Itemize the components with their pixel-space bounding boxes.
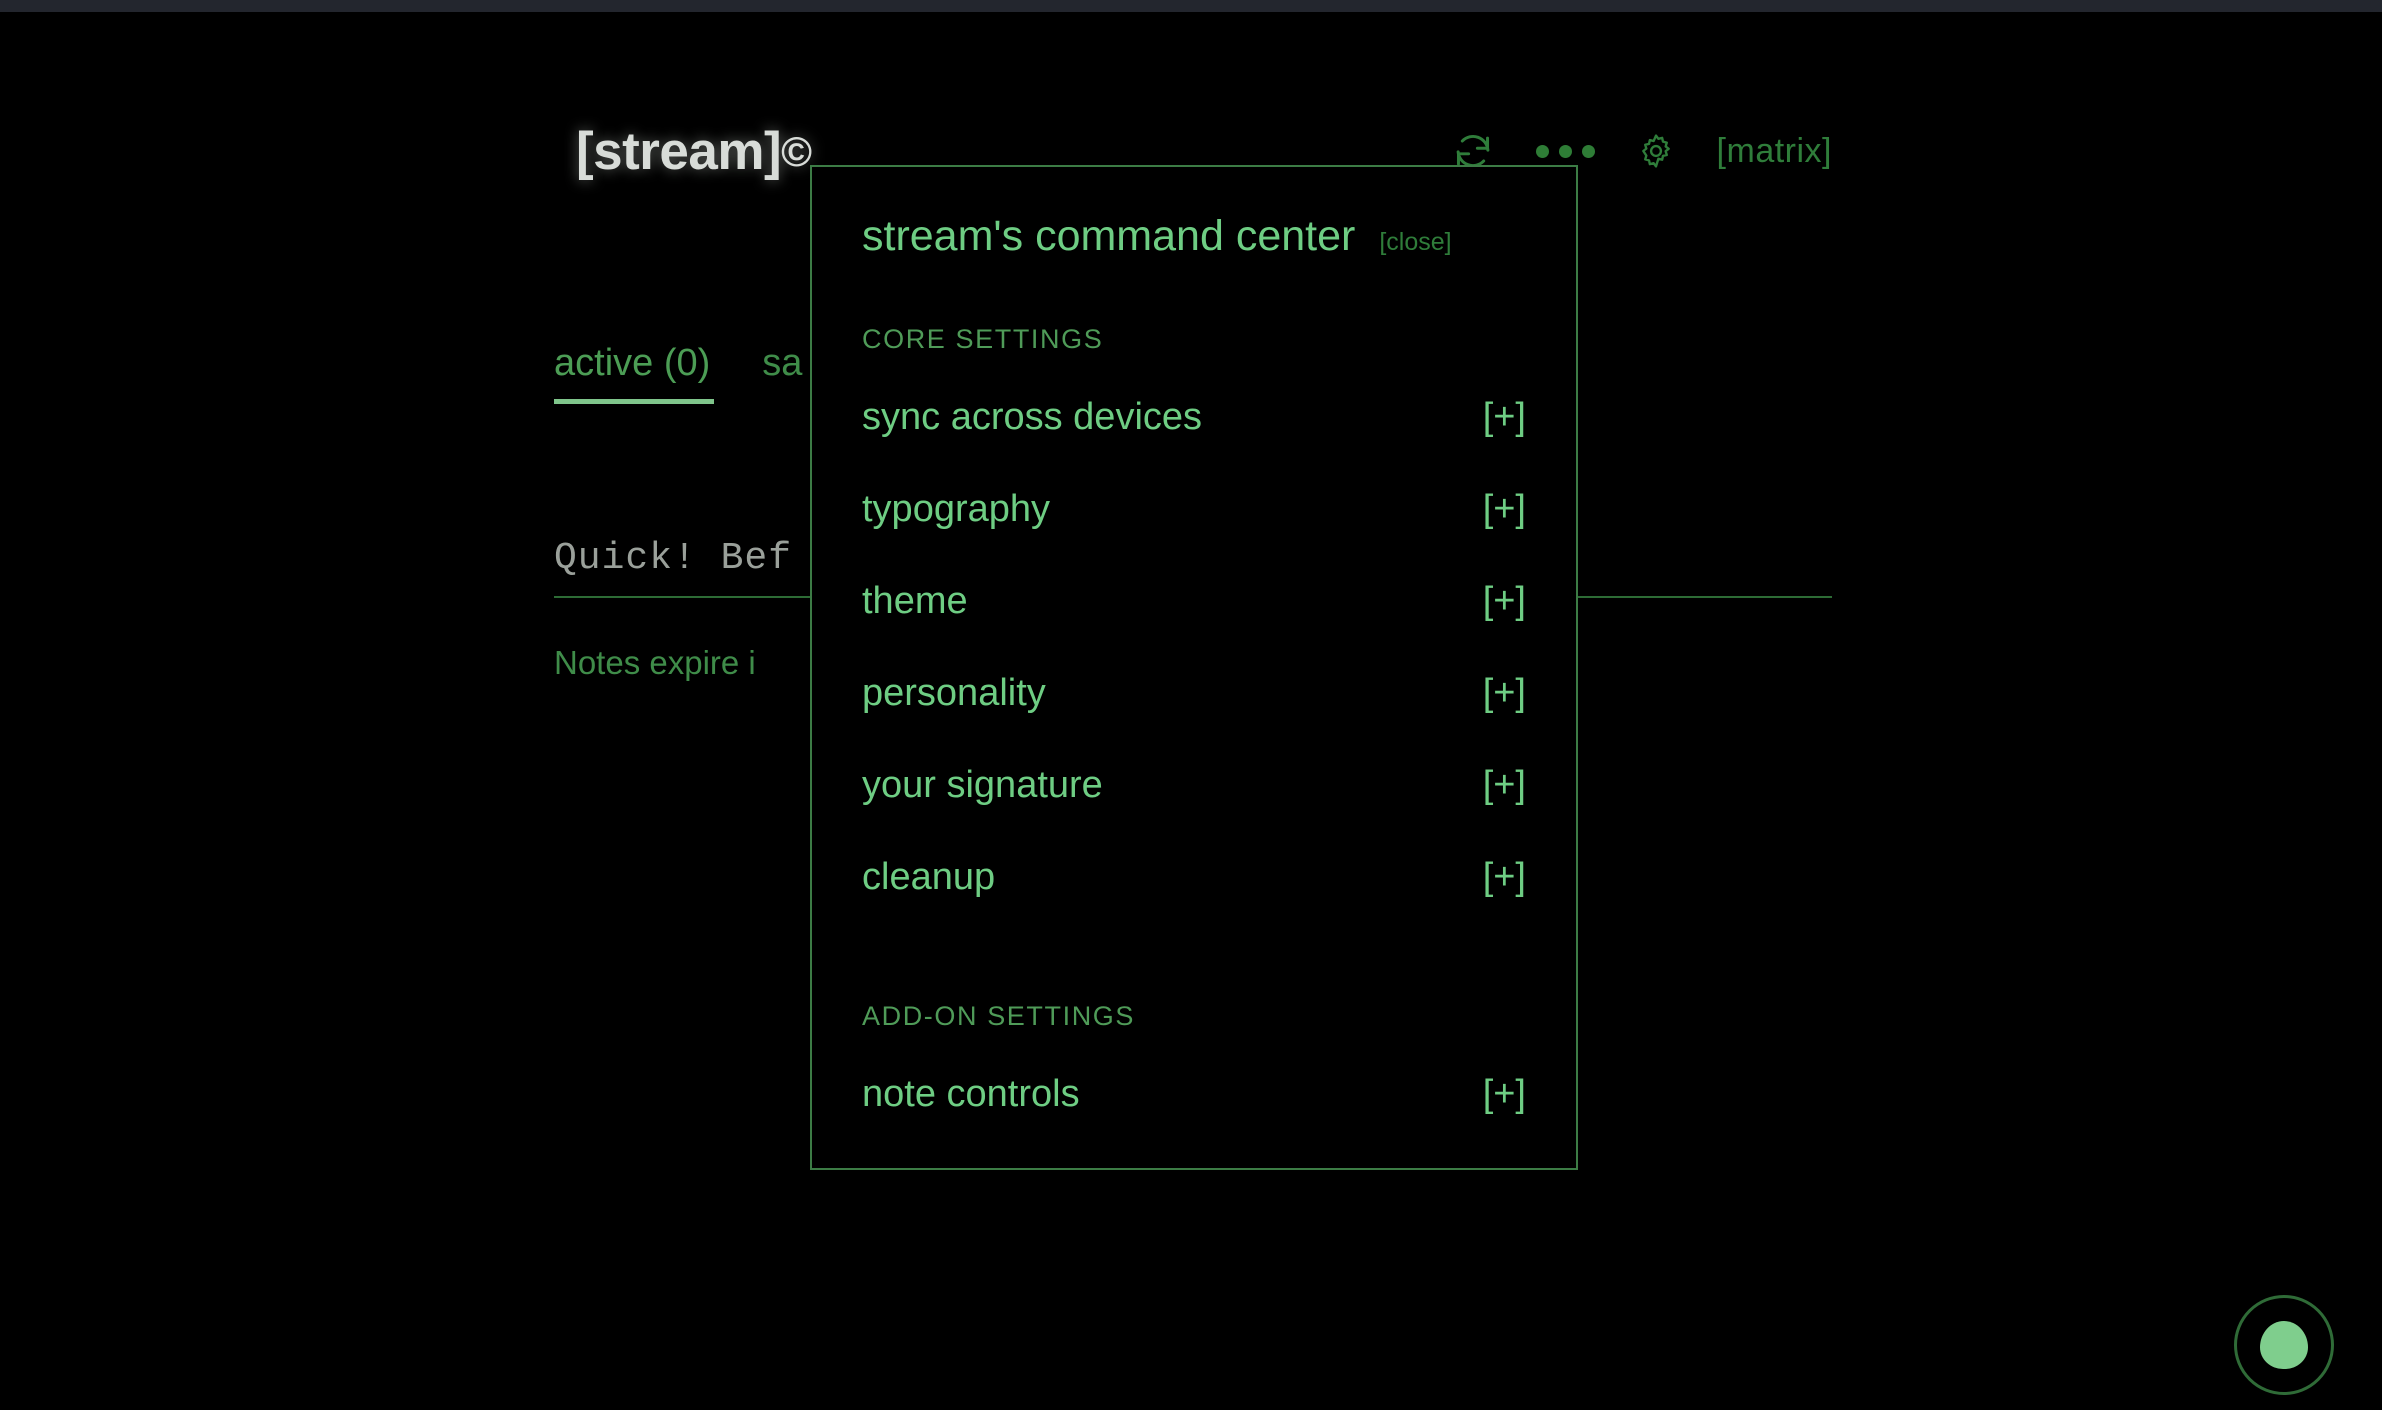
expire-hint: Notes expire i: [554, 644, 756, 681]
setting-label: cleanup: [862, 855, 996, 898]
copyright-icon: ©: [781, 128, 812, 175]
brand-logo[interactable]: [stream]©: [576, 117, 812, 187]
setting-label: personality: [862, 671, 1046, 714]
dot-1: [1535, 144, 1549, 158]
app-root: [stream]© [ma: [0, 12, 2382, 1410]
modal-header: stream's command center [close]: [862, 167, 1526, 261]
status-fab-button[interactable]: [2234, 1295, 2334, 1395]
gear-icon[interactable]: [1637, 132, 1675, 170]
section-heading-core: CORE SETTINGS: [862, 324, 1104, 354]
setting-label: theme: [862, 579, 968, 622]
refresh-icon[interactable]: [1452, 130, 1494, 172]
core-settings-list: sync across devices [+] typography [+] t…: [862, 371, 1526, 923]
close-button[interactable]: [close]: [1379, 228, 1452, 256]
more-options-icon[interactable]: [1535, 144, 1595, 158]
modal-title: stream's command center: [862, 212, 1356, 260]
dot-3: [1581, 144, 1595, 158]
expand-toggle[interactable]: [+]: [1482, 855, 1526, 898]
expand-toggle[interactable]: [+]: [1482, 1072, 1526, 1115]
expand-toggle[interactable]: [+]: [1482, 487, 1526, 530]
setting-label: note controls: [862, 1072, 1080, 1115]
section-heading-addon: ADD-ON SETTINGS: [862, 1001, 1136, 1031]
addon-settings-list: note controls [+]: [862, 1048, 1526, 1140]
dot-2: [1558, 144, 1572, 158]
setting-row-personality[interactable]: personality [+]: [862, 647, 1526, 739]
setting-label: your signature: [862, 763, 1103, 806]
tab-bar: active (0) sa: [554, 342, 802, 404]
matrix-link[interactable]: [matrix]: [1716, 131, 1832, 170]
tab-saved[interactable]: sa: [762, 342, 803, 384]
brand-text: [stream]: [576, 122, 782, 181]
setting-row-cleanup[interactable]: cleanup [+]: [862, 831, 1526, 923]
setting-label: typography: [862, 487, 1051, 530]
status-dot-icon: [2260, 1321, 2308, 1369]
setting-row-note-controls[interactable]: note controls [+]: [862, 1048, 1526, 1140]
app-header: [stream]© [ma: [576, 117, 1832, 187]
setting-row-sync-across-devices[interactable]: sync across devices [+]: [862, 371, 1526, 463]
setting-label: sync across devices: [862, 395, 1203, 438]
tab-active[interactable]: active (0): [554, 342, 715, 404]
expand-toggle[interactable]: [+]: [1482, 671, 1526, 714]
expand-toggle[interactable]: [+]: [1482, 395, 1526, 438]
setting-row-typography[interactable]: typography [+]: [862, 463, 1526, 555]
header-actions: [matrix]: [1452, 121, 1832, 181]
setting-row-theme[interactable]: theme [+]: [862, 555, 1526, 647]
browser-chrome-strip: [0, 0, 2382, 12]
settings-modal: stream's command center [close] CORE SET…: [810, 165, 1578, 1170]
expand-toggle[interactable]: [+]: [1482, 579, 1526, 622]
setting-row-your-signature[interactable]: your signature [+]: [862, 739, 1526, 831]
expand-toggle[interactable]: [+]: [1482, 763, 1526, 806]
